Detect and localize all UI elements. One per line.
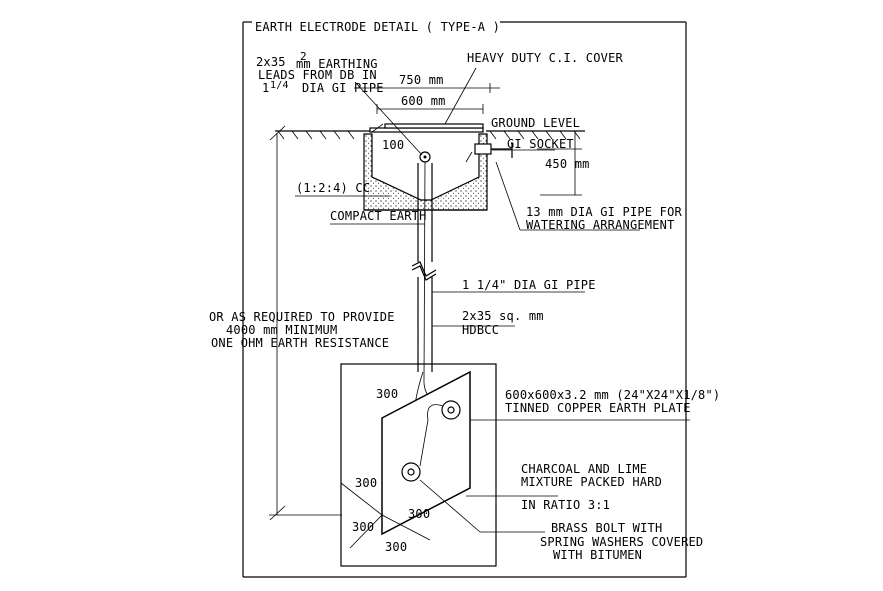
leads-label-3b: DIA GI PIPE (302, 81, 384, 95)
leader-lines (295, 67, 690, 533)
charcoal-label-1: CHARCOAL AND LIME (521, 462, 647, 476)
leads-label-3frac: 1/4 (270, 80, 289, 91)
dim-600-label: 600 mm (401, 94, 446, 108)
dim-300-top: 300 (376, 387, 398, 401)
leads-label-3a: 1 (262, 81, 269, 95)
dim-450-label: 450 mm (545, 157, 590, 171)
plate-label-1: 600x600x3.2 mm (24"X24"X1/8") (505, 388, 720, 402)
dimension-lines (269, 83, 582, 549)
dim-300-mid: 300 (408, 507, 430, 521)
cover-label: HEAVY DUTY C.I. COVER (467, 51, 623, 65)
plate-label-2: TINNED COPPER EARTH PLATE (505, 401, 691, 415)
hdbcc-label-1: 2x35 sq. mm (462, 309, 544, 323)
dim-300-left: 300 (355, 476, 377, 490)
dim-300-bottom: 300 (385, 540, 407, 554)
gi-pipe-label: 1 1/4" DIA GI PIPE (462, 278, 596, 292)
charcoal-pit (340, 363, 497, 567)
ground-level-label: GROUND LEVEL (491, 116, 580, 130)
resistance-label-2: 4000 mm MINIMUM (226, 323, 337, 337)
watering-label-1: 13 mm DIA GI PIPE FOR (526, 205, 682, 219)
compact-earth-label: COMPACT EARTH (330, 209, 427, 223)
drawing-title: EARTH ELECTRODE DETAIL ( TYPE-A ) (255, 20, 500, 34)
charcoal-label-3: IN RATIO 3:1 (521, 498, 610, 512)
brass-bolt-upper (441, 400, 461, 420)
leads-label-mm: mm EARTHING (296, 57, 378, 71)
annotation-labels: 2x35 2 mm EARTHING LEADS FROM DB IN 1 1/… (209, 50, 720, 562)
bolt-label-1: BRASS BOLT WITH (551, 521, 662, 535)
dim-750-label: 750 mm (399, 73, 444, 87)
dim-100-label: 100 (382, 138, 404, 152)
bolt-label-3: WITH BITUMEN (553, 548, 642, 562)
title-frame (242, 21, 687, 578)
gi-socket (465, 142, 513, 163)
brass-bolt-lower (401, 462, 421, 482)
resistance-label-1: OR AS REQUIRED TO PROVIDE (209, 310, 395, 324)
cc-label: (1:2:4) CC (296, 181, 370, 195)
bolt-label-2: SPRING WASHERS COVERED (540, 535, 703, 549)
ci-cover (369, 123, 484, 133)
leads-label-sup: 2 (300, 50, 307, 63)
hdbcc-label-2: HDBCC (462, 323, 499, 337)
charcoal-label-2: MIXTURE PACKED HARD (521, 475, 662, 489)
resistance-label-3: ONE OHM EARTH RESISTANCE (211, 336, 389, 350)
gi-socket-label: GI SOCKET (507, 137, 574, 151)
leads-label-1: 2x35 (256, 55, 286, 69)
leads-label-2: LEADS FROM DB IN (258, 68, 377, 82)
inspection-chamber (363, 133, 488, 211)
watering-label-2: WATERING ARRANGEMENT (526, 218, 675, 232)
dim-300-bl: 300 (352, 520, 374, 534)
